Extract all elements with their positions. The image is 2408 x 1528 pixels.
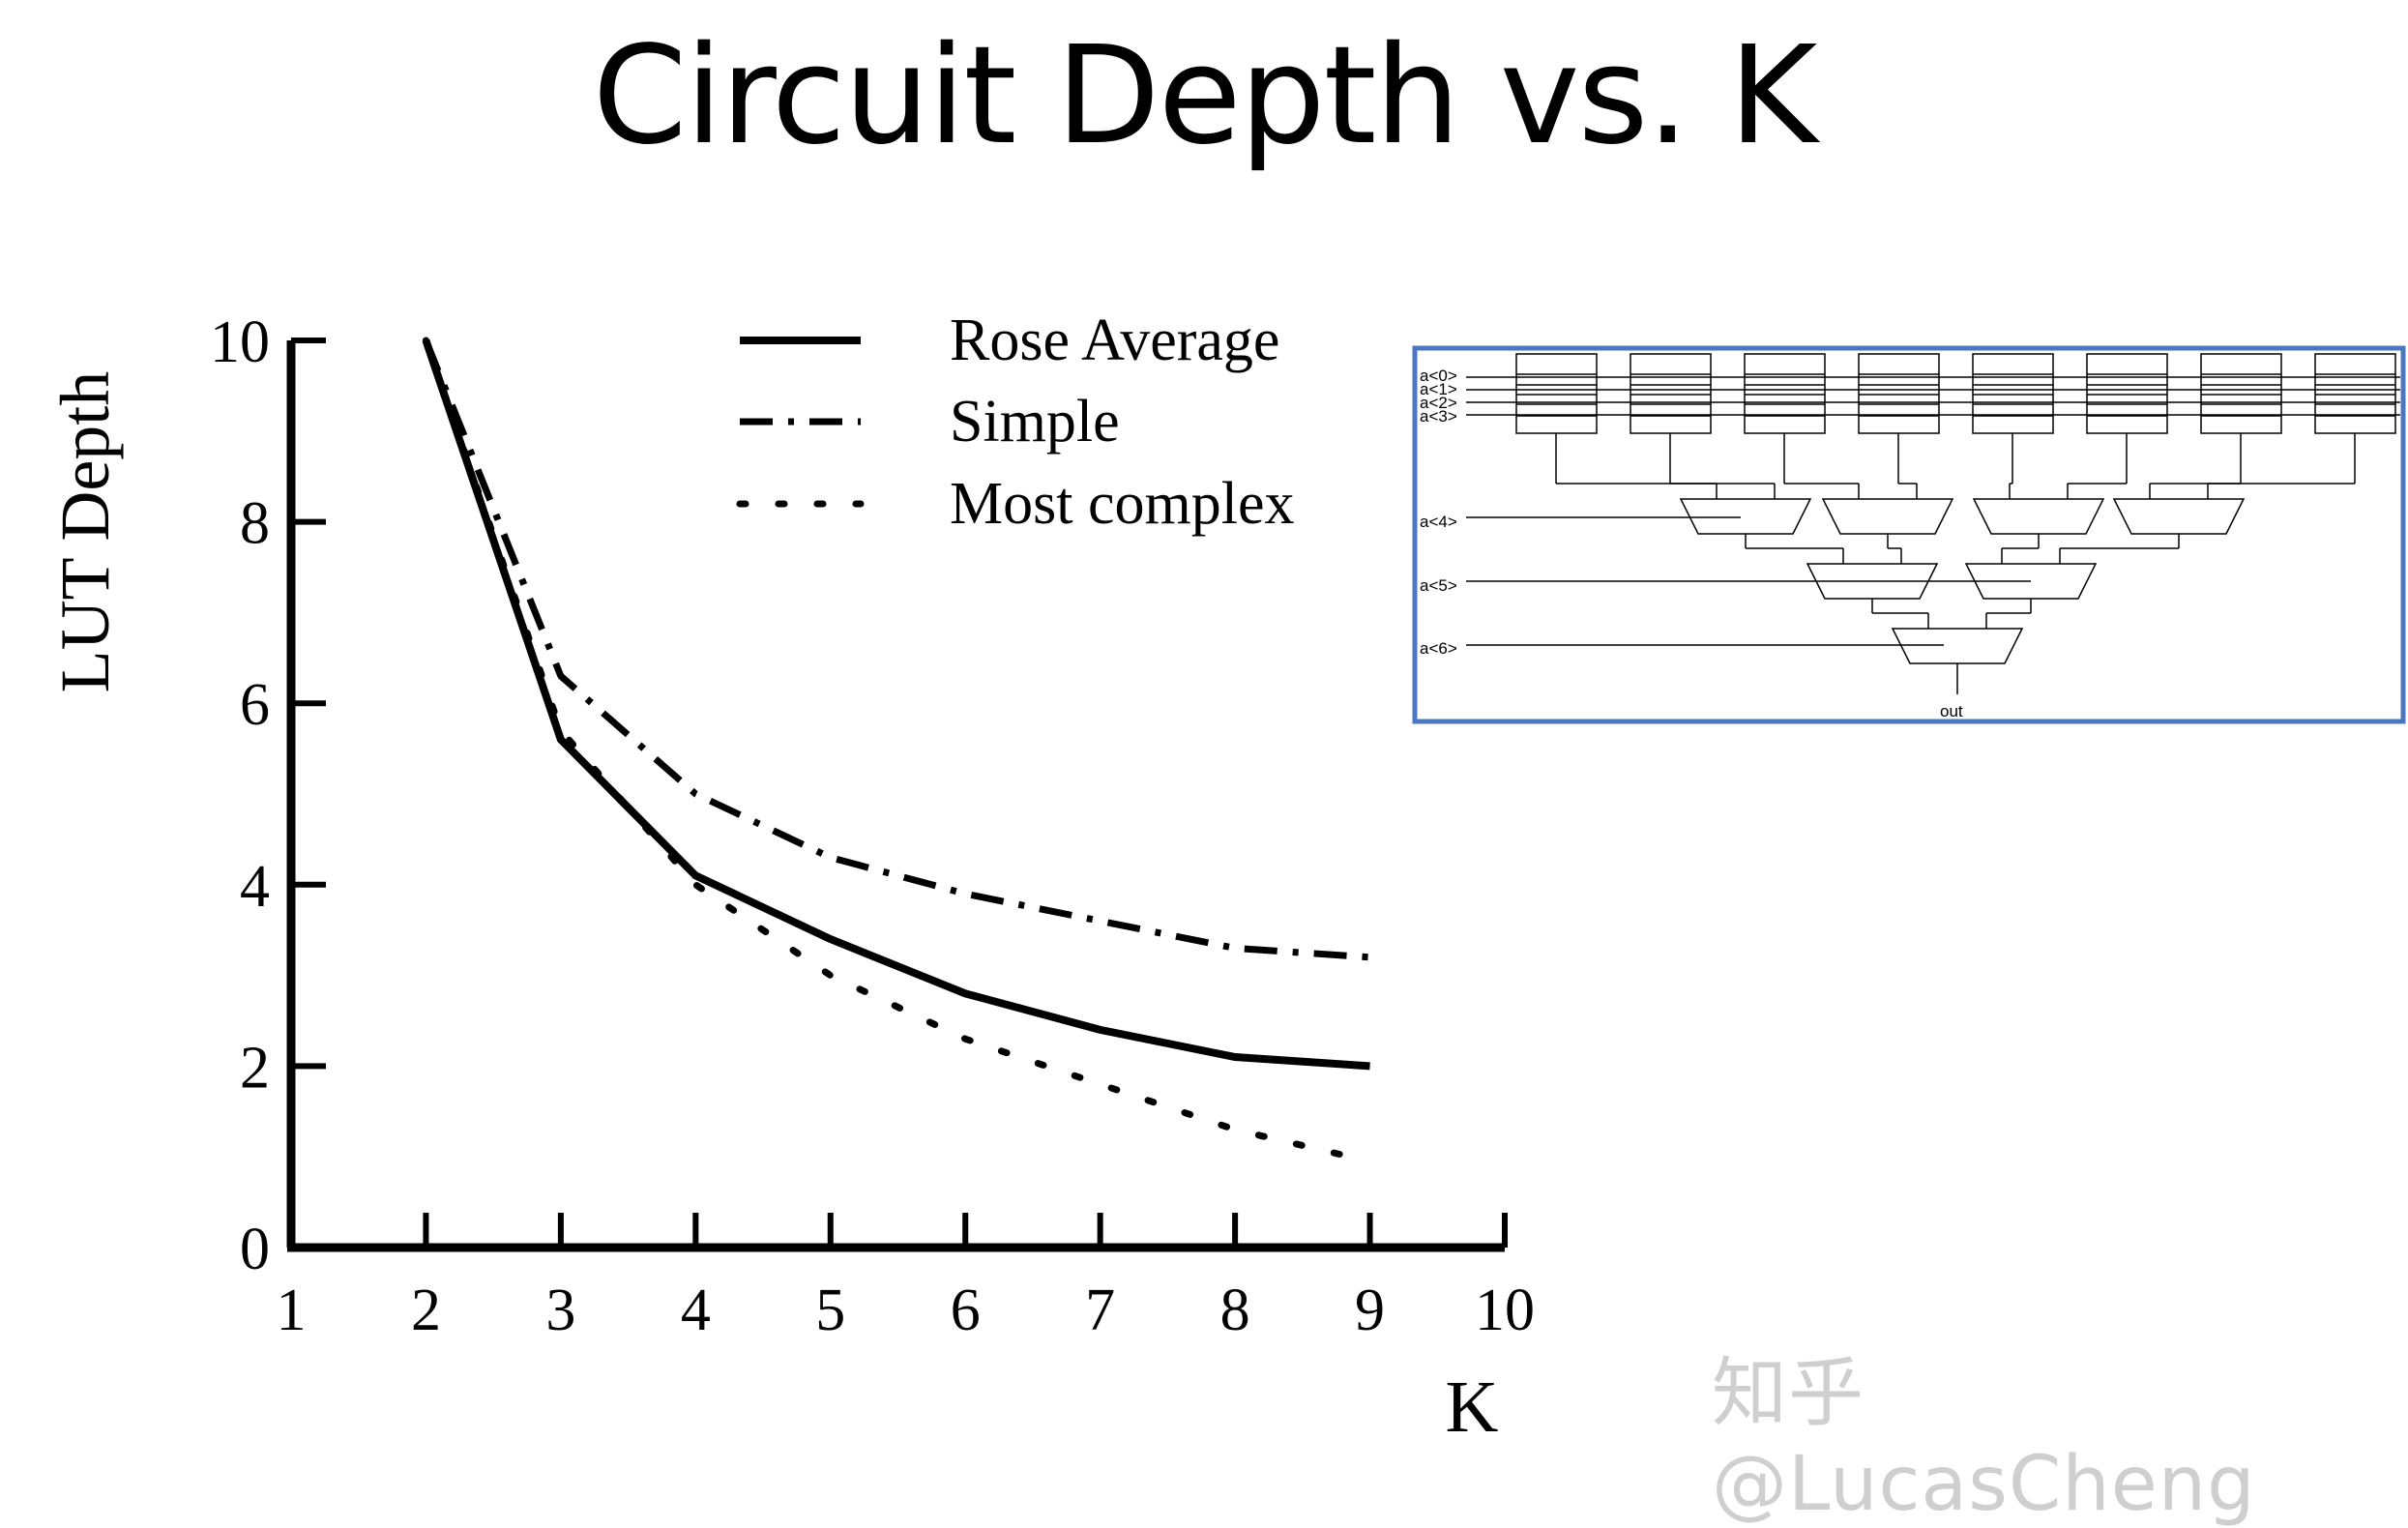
select-label-a5: a<5> bbox=[1420, 576, 1457, 595]
series-group bbox=[422, 337, 1374, 1165]
y-tick-label: 10 bbox=[210, 309, 270, 375]
x-axis-label: K bbox=[1446, 1366, 1499, 1448]
select-label-a4: a<4> bbox=[1420, 513, 1457, 531]
mux bbox=[1821, 498, 1954, 535]
output-label: out bbox=[1940, 702, 1963, 720]
series-line-rose-average bbox=[422, 338, 1370, 1071]
series-line-most-complex bbox=[422, 337, 1374, 1165]
series-line-simple bbox=[423, 338, 1370, 961]
mux bbox=[1972, 498, 2105, 535]
y-tick-label: 2 bbox=[240, 1035, 270, 1101]
legend-label: Simple bbox=[950, 389, 1120, 455]
page-title: Circuit Depth vs. K bbox=[592, 17, 1818, 175]
x-tick-label: 6 bbox=[951, 1278, 981, 1343]
select-label-a6: a<6> bbox=[1420, 639, 1457, 658]
y-tick-label: 8 bbox=[240, 491, 270, 557]
x-tick-label: 7 bbox=[1085, 1278, 1115, 1343]
input-label-1: a<1> bbox=[1420, 380, 1457, 398]
y-axis-label: LUT Depth bbox=[46, 371, 124, 693]
mux bbox=[1806, 563, 1939, 600]
watermark: 知乎 @LucasCheng bbox=[1712, 1350, 2256, 1528]
x-tick-label: 5 bbox=[815, 1278, 845, 1343]
x-tick-label: 3 bbox=[545, 1278, 575, 1343]
mux bbox=[1891, 628, 2024, 664]
y-tick-label: 6 bbox=[240, 672, 270, 738]
x-tick-label: 2 bbox=[411, 1278, 441, 1343]
input-label-0: a<0> bbox=[1420, 367, 1457, 385]
legend-label: Most complex bbox=[950, 471, 1294, 537]
y-tick-label: 0 bbox=[240, 1217, 270, 1282]
diagram-border bbox=[1412, 345, 2406, 724]
mux bbox=[1679, 498, 1812, 535]
legend-label: Rose Average bbox=[950, 308, 1279, 373]
x-tick-label: 8 bbox=[1220, 1278, 1250, 1343]
input-label-2: a<2> bbox=[1420, 394, 1457, 412]
mux bbox=[1964, 563, 2098, 600]
x-tick-label: 9 bbox=[1355, 1278, 1385, 1343]
input-label-3: a<3> bbox=[1420, 407, 1457, 426]
x-tick-label: 4 bbox=[681, 1278, 711, 1343]
mux bbox=[2112, 498, 2246, 535]
x-tick-label: 10 bbox=[1475, 1278, 1535, 1343]
mux-tree-diagram: a<0> a<1> a<2> a<3> a<4> a<5> a<6> out bbox=[1412, 345, 2406, 724]
x-tick-label: 1 bbox=[277, 1278, 307, 1343]
y-tick-label: 4 bbox=[240, 854, 270, 920]
